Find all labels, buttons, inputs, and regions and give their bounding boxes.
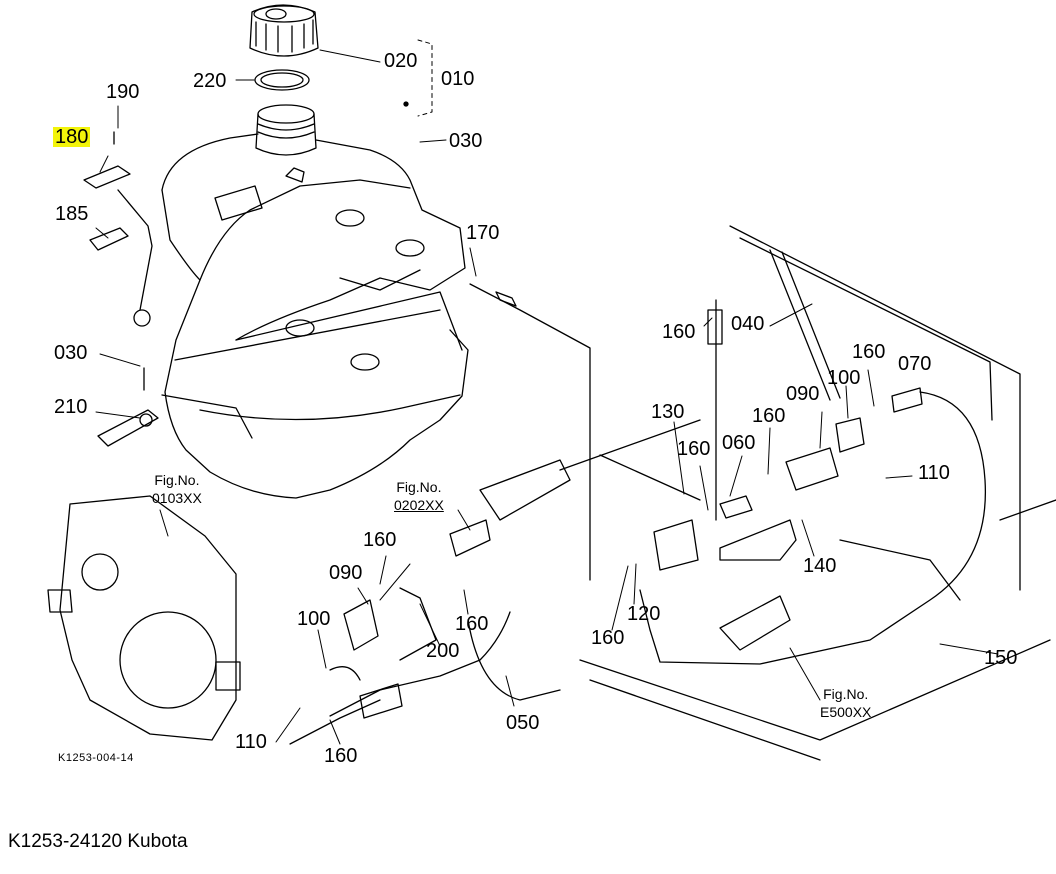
part-caption: K1253-24120 Kubota <box>8 831 188 852</box>
callout-120: 120 <box>627 603 661 625</box>
assembly-bracket <box>417 39 433 117</box>
drawing-code: K1253-004-14 <box>58 752 134 764</box>
fig-ref-label: Fig.No. <box>396 479 442 495</box>
callout-060: 060 <box>722 432 756 454</box>
callout-190: 190 <box>106 81 140 103</box>
callout-040: 040 <box>731 313 765 335</box>
fuel-tank-drawing <box>161 133 469 499</box>
callout-110: 110 <box>918 462 950 484</box>
o-ring-drawing <box>254 69 310 91</box>
fig-ref-number: 0103XX <box>152 489 202 506</box>
fig-ref-number: 0202XX <box>394 496 444 513</box>
leader-lines <box>95 49 999 745</box>
callout-030: 030 <box>54 342 88 364</box>
callout-010: 010 <box>441 68 475 90</box>
callout-020: 020 <box>384 50 418 72</box>
fuel-sender-drawing <box>83 131 153 327</box>
callout-150: 150 <box>984 647 1018 669</box>
fig-ref-0202xx: Fig.No. 0202XX <box>394 479 444 514</box>
callout-100: 100 <box>827 367 861 389</box>
callout-220: 220 <box>193 70 227 92</box>
filler-neck-drawing <box>255 104 317 156</box>
fig-ref-number: E500XX <box>820 703 872 720</box>
callout-070: 070 <box>898 353 932 375</box>
tank-strap-drawing <box>97 409 159 447</box>
callout-160: 160 <box>455 613 489 635</box>
callout-100: 100 <box>297 608 331 630</box>
callout-160: 160 <box>677 438 711 460</box>
fuel-cap-drawing <box>249 4 319 57</box>
callout-090: 090 <box>786 383 820 405</box>
callout-130: 130 <box>651 401 685 423</box>
callout-140: 140 <box>803 555 837 577</box>
frame-drawing <box>559 225 1056 761</box>
fig-ref-e500xx: Fig.No. E500XX <box>820 686 871 721</box>
fig-ref-0103xx: Fig.No. 0103XX <box>152 472 202 507</box>
callout-200: 200 <box>426 640 460 662</box>
callout-030: 030 <box>449 130 483 152</box>
callout-110: 110 <box>235 731 267 753</box>
parts-diagram <box>47 4 1056 761</box>
callout-160: 160 <box>852 341 886 363</box>
filters-drawing <box>329 291 923 719</box>
callout-170: 170 <box>466 222 500 244</box>
callout-050: 050 <box>506 712 540 734</box>
engine-plate-drawing <box>47 495 241 741</box>
callout-160: 160 <box>662 321 696 343</box>
callout-160: 160 <box>752 405 786 427</box>
callout-160: 160 <box>591 627 625 649</box>
fig-ref-label: Fig.No. <box>823 686 869 702</box>
fuel-lines-drawing <box>289 283 987 745</box>
callout-160: 160 <box>363 529 397 551</box>
callout-180-highlighted: 180 <box>53 126 91 148</box>
callout-210: 210 <box>54 396 88 418</box>
fig-ref-label: Fig.No. <box>154 472 200 488</box>
callout-160: 160 <box>324 745 358 767</box>
callout-090: 090 <box>329 562 363 584</box>
callout-185: 185 <box>55 203 89 225</box>
